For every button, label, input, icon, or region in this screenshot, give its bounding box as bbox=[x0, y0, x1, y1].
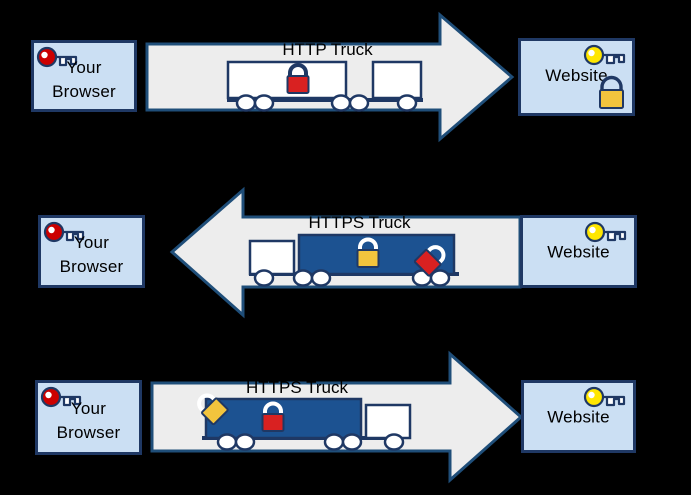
truck-https-right bbox=[197, 393, 412, 451]
truck-caption-http: HTTP Truck bbox=[282, 40, 373, 59]
browser-label-line1: Your bbox=[73, 233, 110, 252]
website-label: Website bbox=[547, 407, 610, 426]
yellow-padlock-icon bbox=[599, 75, 624, 109]
yellow-key-icon bbox=[584, 221, 627, 243]
yellow-padlock-icon bbox=[197, 393, 229, 426]
truck-caption-https-left: HTTPS Truck bbox=[308, 213, 411, 232]
row-http: HTTP Truck Your Browser Website bbox=[0, 0, 691, 170]
row-https-right: HTTPS Truck Your Browser Website bbox=[0, 340, 691, 495]
truck-http bbox=[226, 60, 423, 112]
browser-label-line1: Your bbox=[66, 58, 102, 77]
website-box[interactable]: Website bbox=[518, 38, 635, 116]
red-padlock-icon bbox=[286, 63, 310, 94]
browser-box[interactable]: Your Browser bbox=[31, 40, 137, 112]
browser-label-line2: Browser bbox=[59, 257, 124, 276]
browser-label-line2: Browser bbox=[52, 82, 116, 101]
browser-box[interactable]: Your Browser bbox=[38, 215, 145, 288]
browser-box[interactable]: Your Browser bbox=[35, 380, 142, 455]
website-box[interactable]: Website bbox=[520, 215, 637, 288]
browser-label-line1: Your bbox=[70, 399, 107, 418]
red-key-icon bbox=[36, 46, 78, 68]
red-padlock-icon bbox=[413, 245, 446, 277]
website-label: Website bbox=[547, 242, 610, 261]
red-key-icon bbox=[40, 386, 82, 408]
row-https-left: HTTPS Truck Your Browser Website bbox=[0, 175, 691, 325]
website-box[interactable]: Website bbox=[521, 380, 636, 453]
red-padlock-icon bbox=[261, 401, 285, 432]
browser-label-line2: Browser bbox=[56, 423, 121, 442]
red-key-icon bbox=[43, 221, 85, 243]
truck-https-left bbox=[248, 233, 459, 287]
truck-caption-https-right: HTTPS Truck bbox=[245, 378, 348, 397]
website-label: Website bbox=[545, 66, 608, 85]
yellow-padlock-icon bbox=[356, 237, 380, 268]
yellow-key-icon bbox=[583, 386, 626, 408]
yellow-key-icon bbox=[583, 44, 626, 66]
